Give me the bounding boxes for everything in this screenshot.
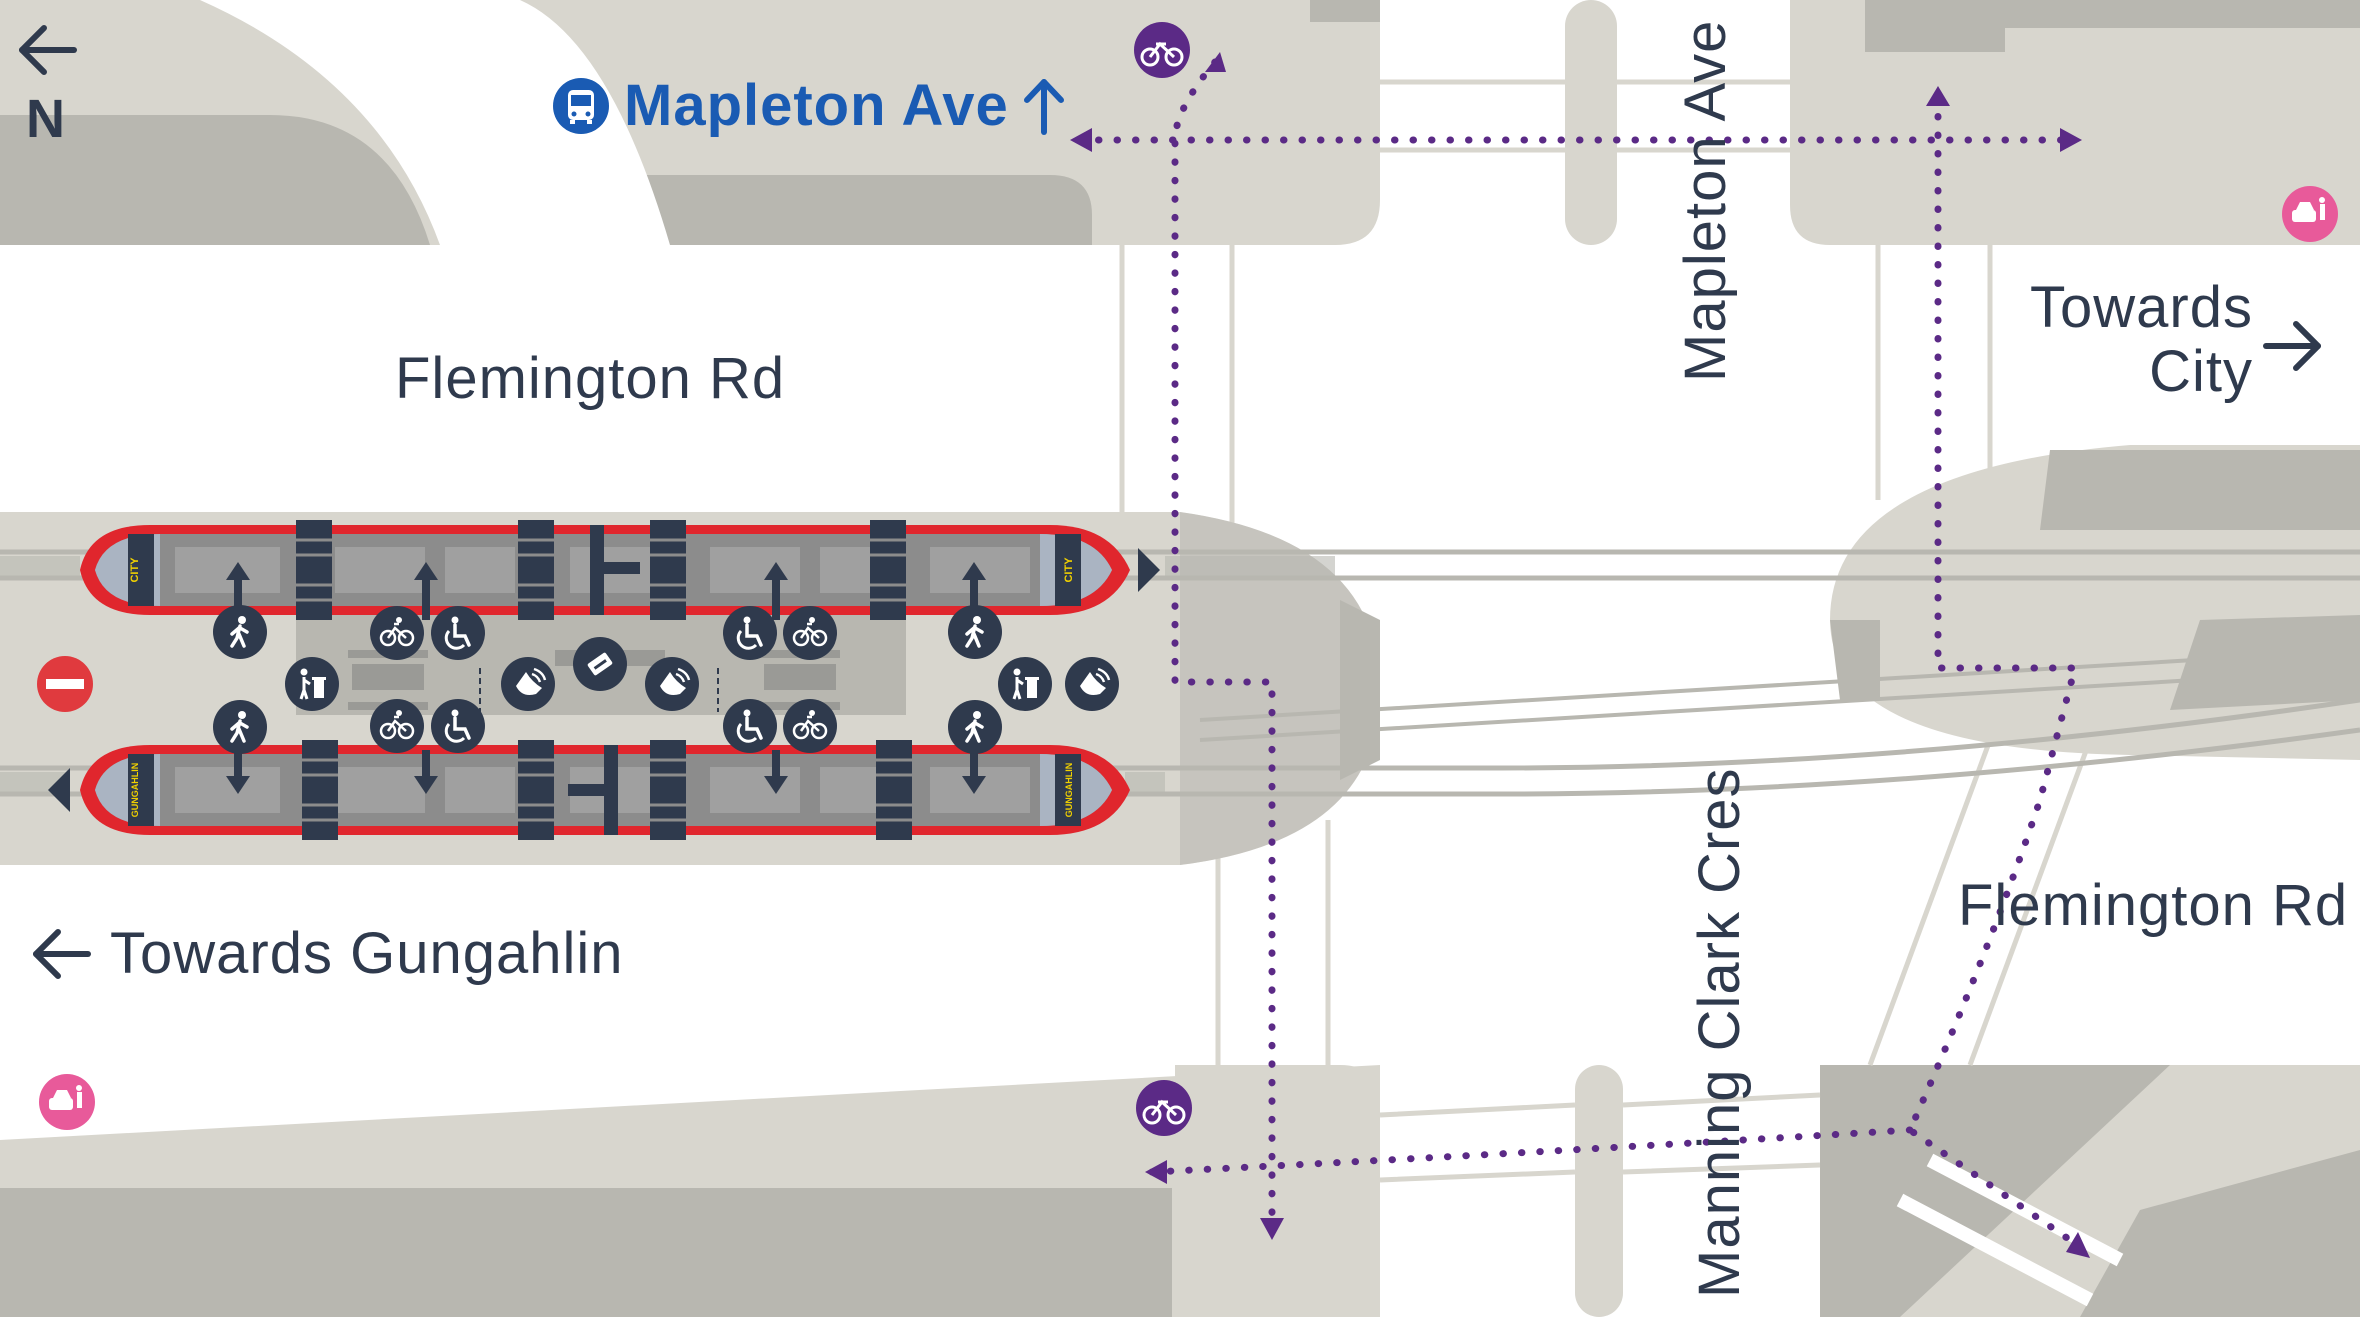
tram-destination-city-rear: CITY bbox=[129, 557, 141, 583]
no-entry-icon bbox=[37, 656, 93, 712]
north-label: N bbox=[26, 89, 65, 149]
pedestrian-crossings bbox=[1119, 245, 2093, 1066]
towards-city-line1: Towards bbox=[2030, 275, 2253, 340]
towards-gungahlin-text: Towards Gungahlin bbox=[110, 921, 624, 986]
road-label-mapleton-ave: Mapleton Ave bbox=[1673, 19, 1738, 382]
bus-icon bbox=[553, 77, 609, 134]
bus-stop-name: Mapleton Ave bbox=[624, 73, 1009, 138]
towards-city-label: Towards City bbox=[2030, 276, 2253, 404]
direction-arrow-west-icon bbox=[48, 768, 70, 812]
cycle-routes bbox=[1076, 58, 2080, 1244]
north-arrow-icon bbox=[19, 25, 77, 75]
road-label-flemington-west: Flemington Rd bbox=[395, 346, 786, 411]
towards-city-line2: City bbox=[2149, 339, 2253, 404]
towards-gungahlin-label: Towards Gungahlin bbox=[30, 920, 624, 987]
tram-destination-gungahlin-front: GUNGAHLIN bbox=[130, 763, 140, 818]
road-label-flemington-east: Flemington Rd bbox=[1958, 873, 2349, 938]
road-label-manning-clark-cres: Manning Clark Cres bbox=[1687, 767, 1752, 1298]
bus-stop-label[interactable]: Mapleton Ave bbox=[552, 72, 1065, 139]
arrow-right-icon bbox=[2263, 321, 2321, 371]
tram-destination-city-front: CITY bbox=[1063, 557, 1075, 583]
bike-route-icon bbox=[1134, 22, 1190, 78]
arrow-left-icon bbox=[33, 928, 91, 979]
arrow-up-icon bbox=[1023, 78, 1064, 135]
bike-route-icon bbox=[1136, 1080, 1192, 1136]
direction-arrow-east-icon bbox=[1138, 548, 1160, 592]
kiss-and-ride-icon bbox=[2282, 186, 2338, 242]
tram-city-bound: CITY CITY bbox=[80, 520, 1160, 620]
cycle-route-arrowheads bbox=[1070, 52, 2090, 1258]
kiss-and-ride-icon bbox=[39, 1074, 95, 1130]
tram-destination-gungahlin-rear: GUNGAHLIN bbox=[1064, 763, 1074, 818]
north-blocks bbox=[0, 0, 2360, 245]
tram-gungahlin-bound: GUNGAHLIN GUNGAHLIN bbox=[48, 740, 1130, 840]
platform-markings bbox=[479, 668, 719, 712]
